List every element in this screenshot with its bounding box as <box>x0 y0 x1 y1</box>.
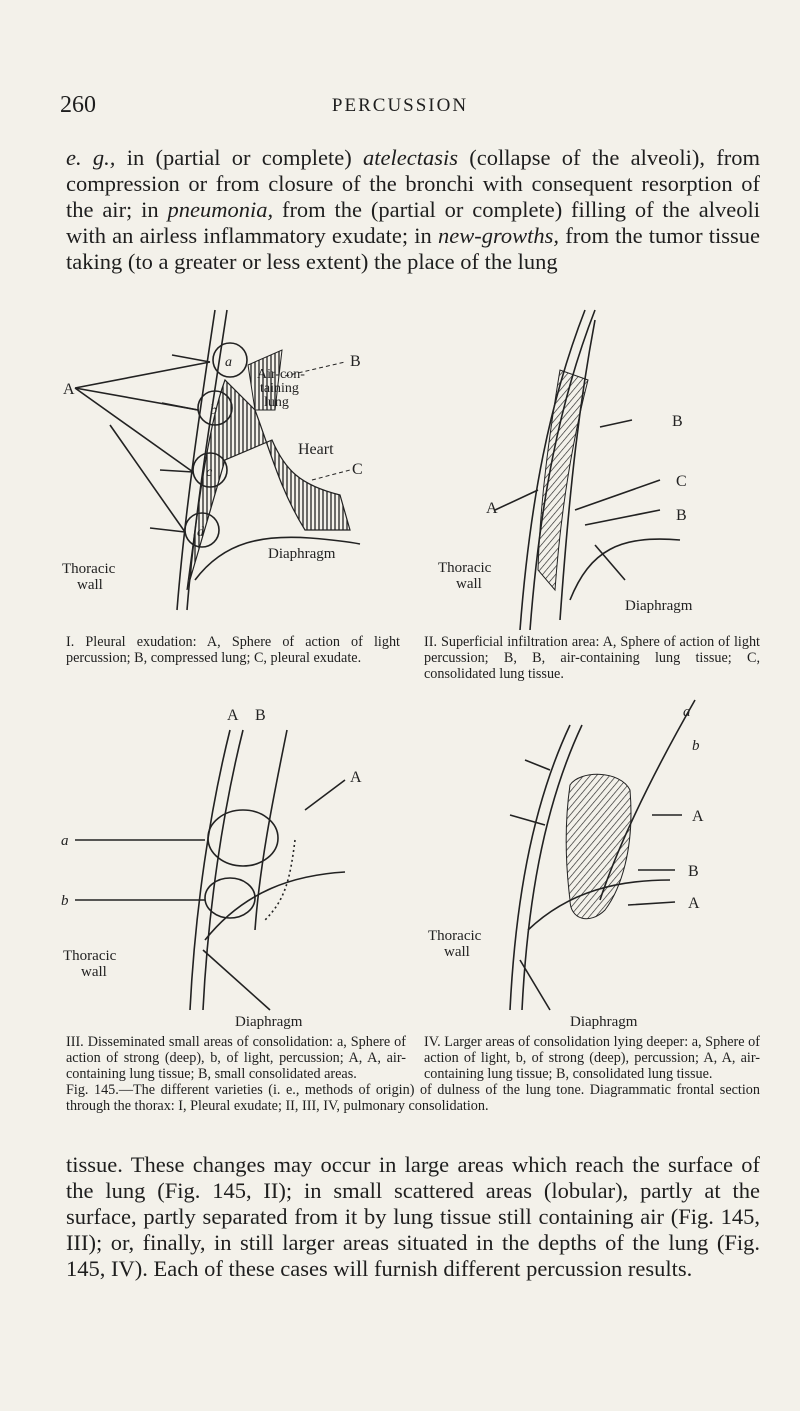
diaphragm-curve <box>194 536 361 581</box>
figure-2-superficial-infiltration: A B C B Thoracic wall Diaphragm <box>420 300 760 631</box>
figure-1-caption: I. Pleural exudation: A, Sphere of actio… <box>66 634 400 666</box>
consolidated-area <box>537 369 589 592</box>
figure-4-deep-consolidation: a b A B A Thoracic wall Diaphragm <box>420 690 760 1030</box>
svg-text:b: b <box>61 893 69 909</box>
svg-text:Diaphragm: Diaphragm <box>235 1014 303 1030</box>
svg-text:A: A <box>688 895 700 912</box>
circle-a <box>212 342 248 378</box>
term-atelectasis: atelectasis <box>363 145 459 170</box>
svg-text:Thoracic: Thoracic <box>438 560 492 576</box>
label-diaphragm: Diaphragm <box>268 546 336 562</box>
figure-3-disseminated-consolidation: A B A a b Thoracic wall Diaphragm <box>55 690 410 1030</box>
svg-text:A: A <box>486 500 498 517</box>
svg-text:C: C <box>676 473 687 490</box>
diaphragm-curve <box>569 538 681 601</box>
fig1-label-B: B <box>350 353 361 370</box>
running-title: PERCUSSION <box>331 95 469 116</box>
svg-text:A: A <box>350 769 362 786</box>
svg-text:a: a <box>61 833 69 849</box>
figure-4-diagram: a b A B A Thoracic wall Diaphragm <box>428 699 704 1030</box>
figure-1-diagram: A B C a b c d Air-con- taining lung Hear… <box>62 309 363 611</box>
svg-text:Diaphragm: Diaphragm <box>570 1014 638 1030</box>
svg-text:Diaphragm: Diaphragm <box>625 598 693 614</box>
svg-text:d: d <box>197 525 205 540</box>
diaphragm-curve <box>527 879 671 931</box>
fig1-label-C: C <box>352 461 363 478</box>
body-paragraph-bottom: tissue. These changes may occur in large… <box>66 1152 760 1281</box>
figure-3-diagram: A B A a b Thoracic wall Diaphragm <box>61 707 362 1030</box>
svg-text:B: B <box>255 707 266 724</box>
compressed-lung-area <box>247 349 283 411</box>
lead-abbrev: e. g., <box>66 145 116 170</box>
svg-text:a: a <box>225 355 232 370</box>
label-heart: Heart <box>298 441 334 458</box>
svg-text:B: B <box>688 863 699 880</box>
pleural-exudate-area <box>186 378 351 591</box>
body-paragraph-top: e. g., in (partial or complete) atelecta… <box>66 145 760 274</box>
label-air-containing-1: Air-con- <box>257 367 305 382</box>
page-number: 260 <box>60 92 96 118</box>
svg-text:Thoracic: Thoracic <box>428 928 482 944</box>
circle-c <box>192 452 228 488</box>
svg-text:wall: wall <box>81 964 107 980</box>
svg-text:B: B <box>672 413 683 430</box>
term-new-growths: new-growths, <box>437 223 560 248</box>
svg-text:A: A <box>227 707 239 724</box>
circle-b <box>197 390 233 426</box>
figure-2-caption: II. Superficial infiltration area: A, Sp… <box>424 634 760 682</box>
svg-text:b: b <box>210 403 217 418</box>
deep-consolidated-area <box>565 773 632 920</box>
svg-text:b: b <box>692 738 700 754</box>
circle-d <box>184 512 220 548</box>
thoracic-wall-outer <box>519 309 586 631</box>
svg-text:B: B <box>676 507 687 524</box>
svg-text:Thoracic: Thoracic <box>62 561 116 577</box>
circle-a <box>207 809 279 867</box>
figure-1-pleural-exudation: A B C a b c d Air-con- taining lung Hear… <box>50 290 410 630</box>
sphere-a-lines <box>74 361 211 533</box>
svg-text:A: A <box>692 808 704 825</box>
svg-text:wall: wall <box>444 944 470 960</box>
circle-b <box>204 877 256 919</box>
svg-text:taining: taining <box>260 381 299 396</box>
svg-text:wall: wall <box>77 577 103 593</box>
svg-text:a: a <box>683 704 691 720</box>
figure-145-caption: Fig. 145.—The different varieties (i. e.… <box>66 1082 760 1114</box>
svg-text:lung: lung <box>264 395 289 410</box>
diaphragm-curve <box>204 871 346 941</box>
figure-4-caption: IV. Larger areas of consolidation lying … <box>424 1034 760 1082</box>
fig1-label-A: A <box>63 381 75 398</box>
figure-2-diagram: A B C B Thoracic wall Diaphragm <box>438 309 693 631</box>
svg-text:Thoracic: Thoracic <box>63 948 117 964</box>
term-pneumonia: pneumonia, <box>167 197 274 222</box>
figure-3-caption: III. Disseminated small areas of consoli… <box>66 1034 406 1082</box>
thoracic-wall-outer <box>176 309 216 611</box>
svg-text:c: c <box>206 465 213 480</box>
svg-text:wall: wall <box>456 576 482 592</box>
